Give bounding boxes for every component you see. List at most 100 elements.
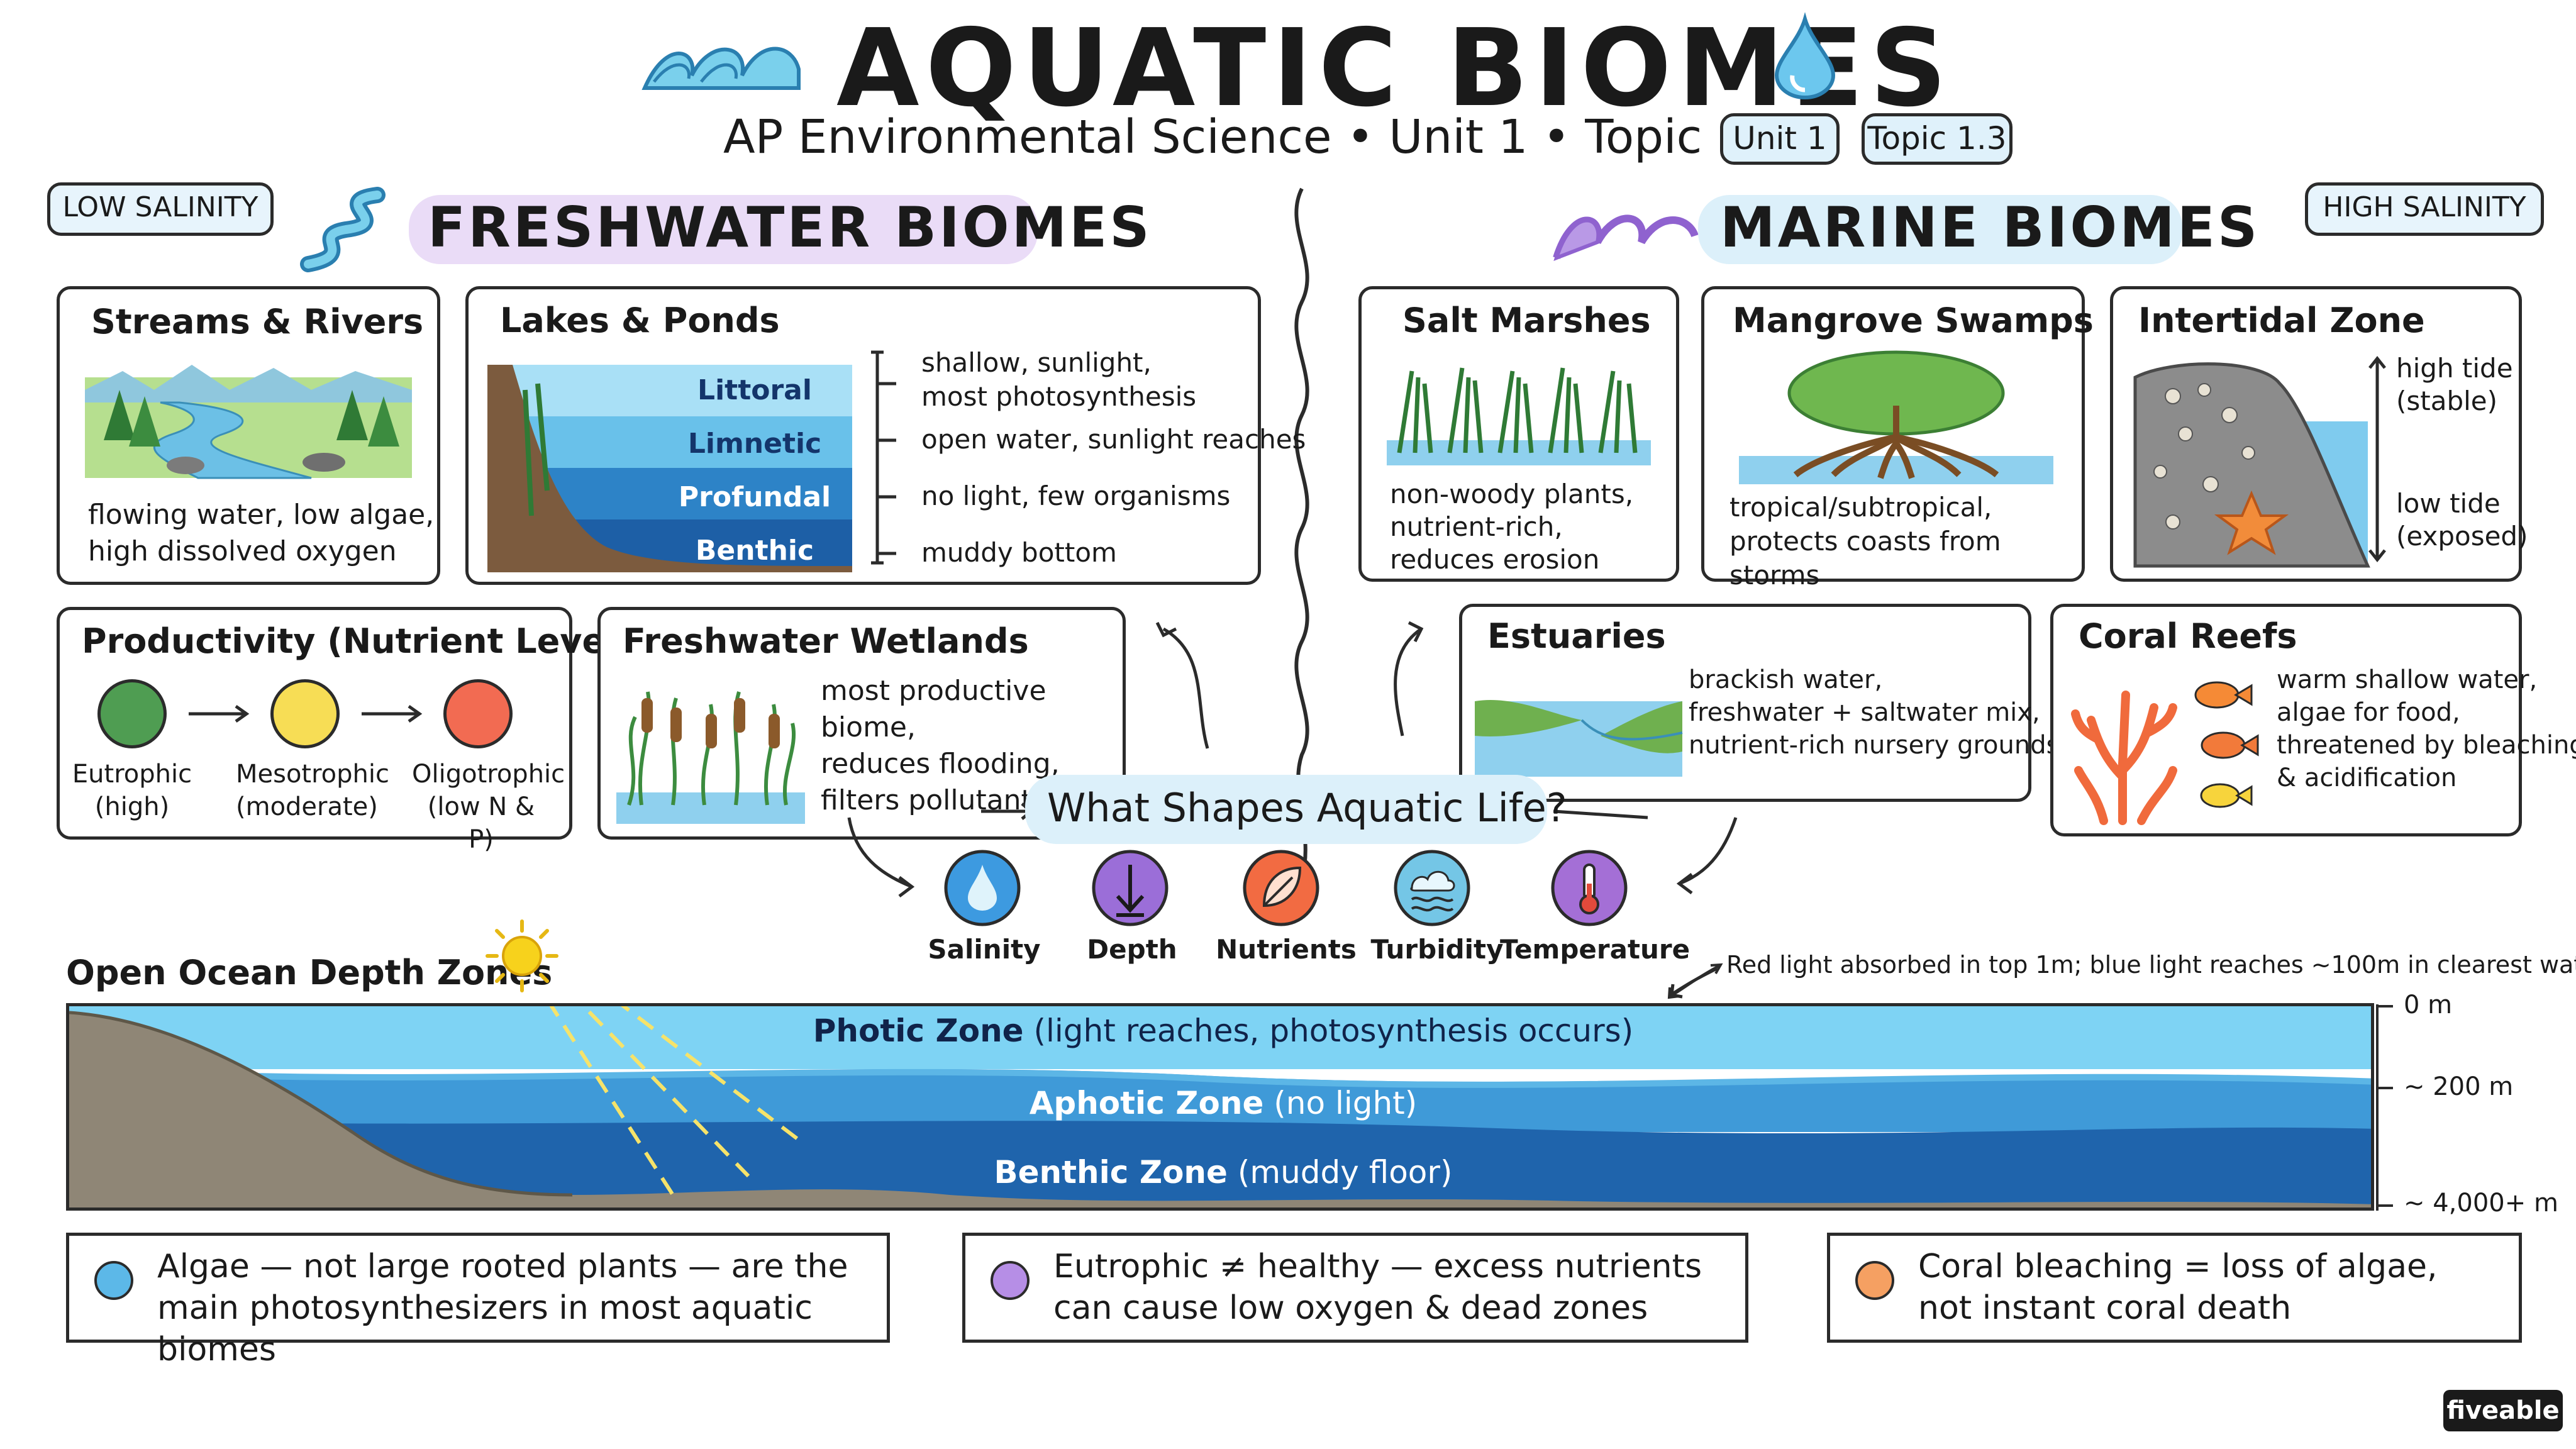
depth-label: Depth (1087, 934, 1177, 965)
depth-200: ~ 200 m (2404, 1072, 2514, 1101)
salt-marshes-desc: non-woody plants, nutrient-rich, reduces… (1390, 479, 1634, 575)
ocean-diagram: Photic Zone (light reaches, photosynthes… (66, 1003, 2374, 1211)
ocean-title: Open Ocean Depth Zones (66, 953, 553, 992)
fact-algae-text: Algae — not large rooted plants — are th… (157, 1248, 848, 1368)
nutrients-label: Nutrients (1216, 934, 1357, 965)
water-drop-icon (1774, 12, 1836, 99)
mangrove-desc: tropical/subtropical, protects coasts fr… (1729, 492, 2001, 591)
salt-marshes-card: Salt Marshes non-woody plants, nutrient-… (1358, 286, 1679, 582)
wetlands-title: Freshwater Wetlands (623, 621, 1029, 661)
wetlands-card: Freshwater Wetlands most productive biom… (597, 607, 1126, 840)
arrow-icon (362, 704, 423, 723)
fact-coral-text: Coral bleaching = loss of algae, not ins… (1918, 1248, 2438, 1327)
streams-rivers-desc: flowing water, low algae, high dissolved… (88, 499, 435, 567)
coral-reefs-desc: warm shallow water, algae for food, thre… (2277, 665, 2576, 792)
low-salinity-tag: LOW SALINITY (47, 182, 274, 236)
light-arrow-icon (1667, 963, 1723, 999)
streams-rivers-title: Streams & Rivers (91, 302, 424, 341)
coral-reefs-title: Coral Reefs (2079, 616, 2297, 656)
mangrove-illustration (1739, 350, 2053, 484)
ocean-cross-section (69, 1006, 2371, 1208)
photic-zone-label: Photic Zone (light reaches, photosynthes… (813, 1013, 1634, 1049)
down-arrow-icon (1092, 850, 1169, 926)
mangrove-card: Mangrove Swamps tropical/subtropical, pr… (1701, 286, 2094, 591)
arrow-icon (189, 704, 250, 723)
factors-question-bg (1025, 775, 1547, 844)
marine-wave-icon (1553, 214, 1699, 262)
wave-icon (641, 47, 801, 90)
salt-marshes-title: Salt Marshes (1402, 301, 1651, 340)
cattail-illustration (616, 691, 805, 824)
fact-dot-orange (1855, 1261, 1894, 1300)
productivity-title: Productivity (Nutrient Levels) (82, 621, 653, 661)
topic-badge: Topic 1.3 (1862, 113, 2012, 165)
freshwater-heading-bg (409, 195, 1038, 264)
lakes-ponds-title: Lakes & Ponds (500, 301, 780, 340)
mesotrophic-circle (270, 679, 340, 748)
depth-factor (1082, 846, 1189, 928)
tide-pool-illustration (2133, 362, 2370, 568)
turbidity-label: Turbidity (1370, 934, 1504, 965)
intertidal-title: Intertidal Zone (2138, 301, 2425, 340)
depth-scale (2376, 1004, 2393, 1211)
temperature-label: Temperature (1500, 934, 1690, 965)
freshwater-heading: FRESHWATER BIOMES (428, 195, 1152, 260)
river-icon (300, 187, 386, 272)
salinity-label: Salinity (928, 934, 1041, 965)
eutrophic-circle (97, 679, 167, 748)
mesotrophic-label: Mesotrophic(moderate) (236, 760, 390, 821)
oligotrophic-label: Oligotrophic(low N & P) (412, 760, 565, 854)
lake-zone-littoral: Littoral (697, 374, 812, 406)
lake-zone-limnetic: Limnetic (687, 428, 822, 460)
tide-arrow-icon (2368, 355, 2386, 563)
lake-zone-diagram (487, 365, 852, 572)
leaf-icon (1243, 850, 1319, 926)
factors-question: What Shapes Aquatic Life? (1047, 785, 1567, 831)
low-tide-label: low tide (exposed) (2396, 488, 2528, 552)
lake-note-profundal: no light, few organisms (921, 480, 1231, 511)
marsh-grass-illustration (1387, 367, 1651, 465)
fact-algae: Algae — not large rooted plants — are th… (66, 1233, 890, 1368)
eutrophic-label: Eutrophic(high) (72, 760, 192, 821)
high-tide-label: high tide (stable) (2396, 353, 2513, 416)
estuary-illustration (1475, 699, 1683, 777)
lake-bracket (871, 350, 896, 565)
cloud-water-icon (1394, 850, 1470, 926)
lake-note-benthic: muddy bottom (921, 537, 1117, 568)
page-title: AQUATIC BIOMES (836, 6, 1953, 131)
depth-4000: ~ 4,000+ m (2404, 1189, 2558, 1218)
fiveable-logo: fiveable (2443, 1390, 2563, 1431)
sun-icon (486, 919, 558, 992)
salinity-factor (931, 846, 1038, 928)
oligotrophic-circle (443, 679, 513, 748)
mangrove-title: Mangrove Swamps (1733, 301, 2094, 340)
streams-rivers-card: Streams & Rivers flowing water, low alga… (57, 286, 440, 585)
coral-illustration (2071, 681, 2259, 825)
unit-badge: Unit 1 (1720, 113, 1840, 165)
benthic-zone-label: Benthic Zone (muddy floor) (994, 1154, 1453, 1191)
fact-coral: Coral bleaching = loss of algae, not ins… (1827, 1233, 2522, 1343)
center-divider (1294, 187, 1309, 881)
temperature-factor (1541, 846, 1648, 928)
aphotic-zone-label: Aphotic Zone (no light) (1029, 1085, 1418, 1121)
wetlands-desc: most productive biome, reduces flooding,… (821, 675, 1060, 816)
high-salinity-tag: HIGH SALINITY (2305, 182, 2544, 236)
marine-heading-bg (1698, 195, 2182, 264)
page-subtitle: AP Environmental Science • Unit 1 • Topi… (723, 110, 1791, 164)
productivity-card: Productivity (Nutrient Levels) Eutrophic… (57, 607, 652, 854)
lake-note-limnetic: open water, sunlight reaches (921, 424, 1306, 455)
depth-0: 0 m (2404, 991, 2453, 1019)
nutrients-factor (1233, 846, 1340, 928)
estuaries-card: Estuaries brackish water, freshwater + s… (1459, 604, 2059, 802)
fact-dot-blue (94, 1261, 133, 1300)
river-illustration (85, 365, 412, 479)
lake-zone-profundal: Profundal (678, 481, 831, 513)
lake-note-littoral: shallow, sunlight, most photosynthesis (921, 347, 1197, 412)
estuaries-desc: brackish water, freshwater + saltwater m… (1689, 665, 2060, 760)
coral-reefs-card: Coral Reefs warm shallow water, algae fo… (2050, 604, 2576, 836)
marine-heading: MARINE BIOMES (1720, 195, 2260, 260)
lake-zone-benthic: Benthic (695, 535, 814, 567)
fact-dot-purple (991, 1261, 1030, 1300)
fact-eutrophic: Eutrophic ≠ healthy — excess nutrients c… (962, 1233, 1748, 1343)
